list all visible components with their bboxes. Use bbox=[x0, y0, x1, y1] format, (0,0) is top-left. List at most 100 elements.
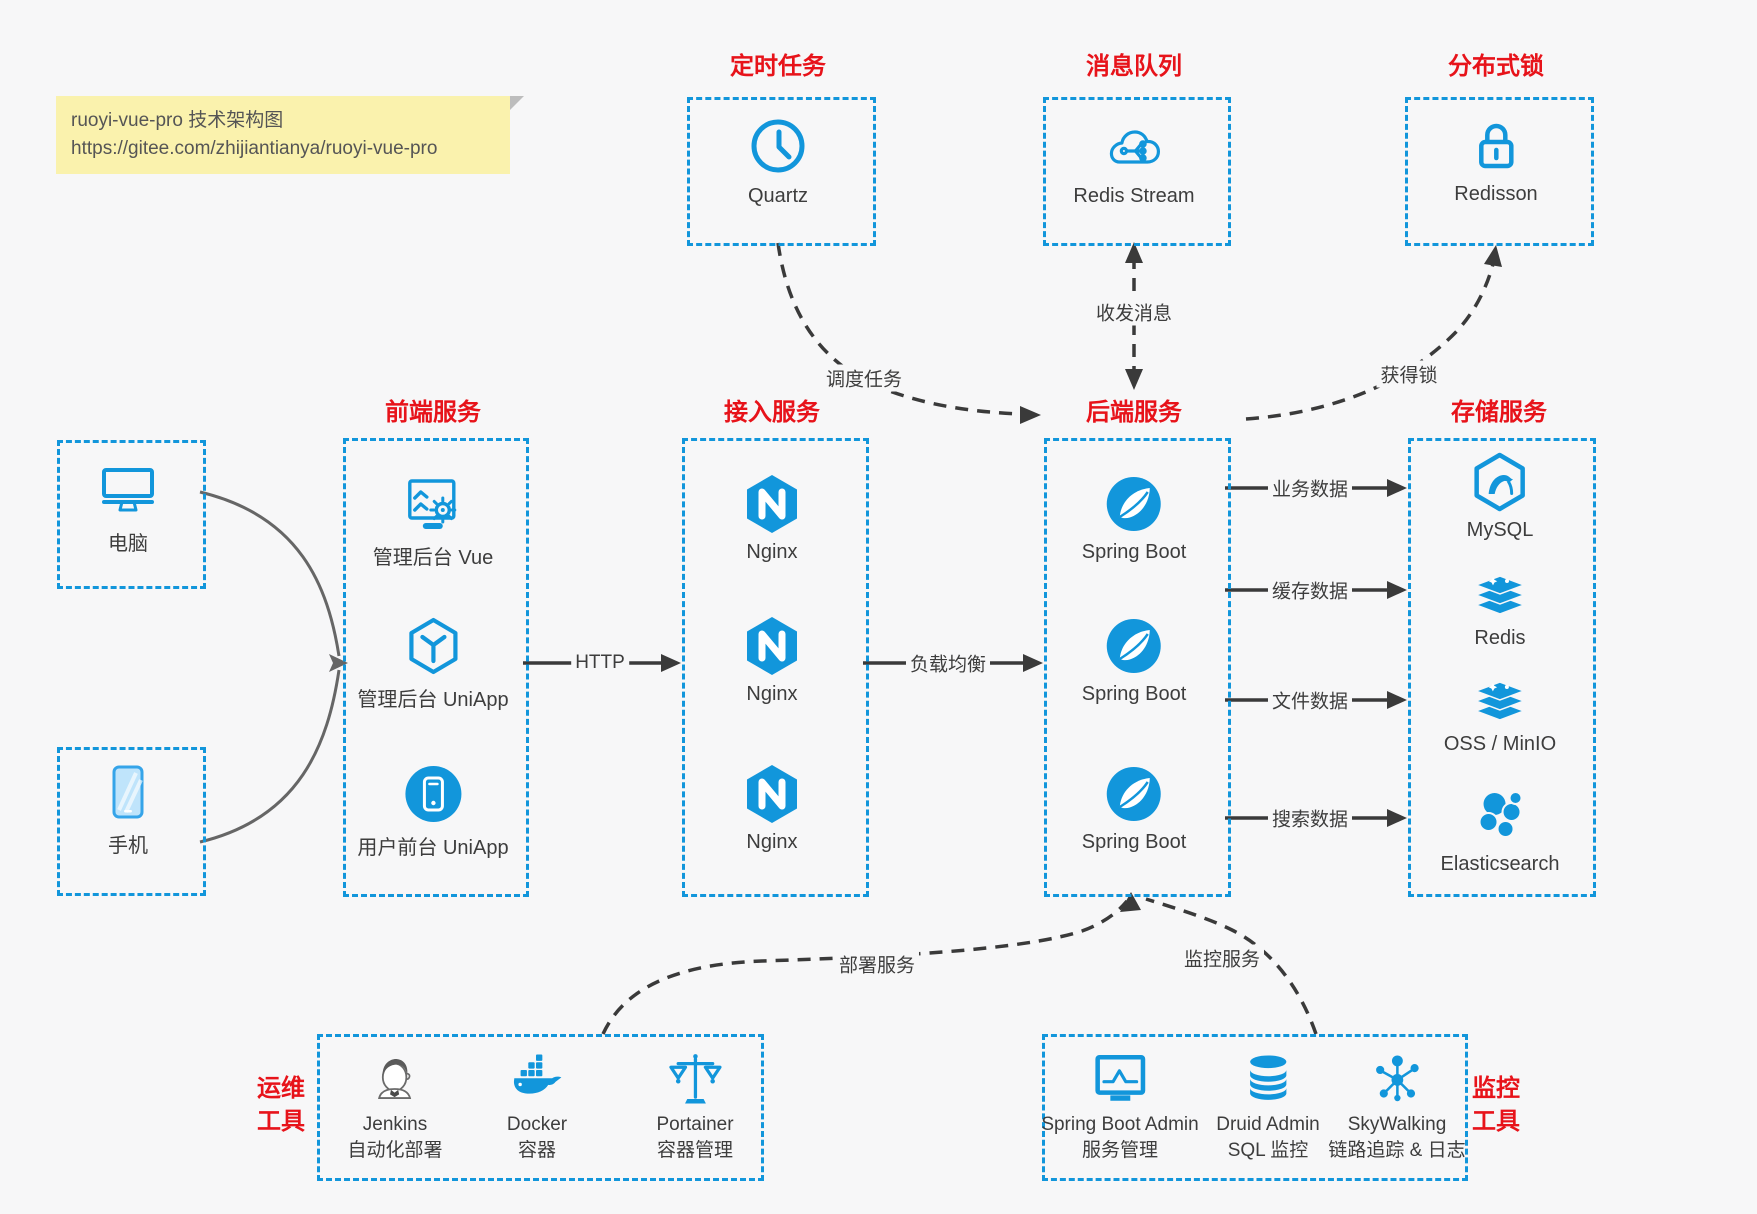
node-admin-vue: 管理后台 Vue bbox=[373, 472, 493, 570]
node-springboot-1: Spring Boot bbox=[1081, 472, 1187, 564]
node-springboot-admin: Spring Boot Admin 服务管理 bbox=[1041, 1050, 1199, 1164]
backend-box bbox=[1044, 438, 1231, 897]
mq-box bbox=[1043, 97, 1231, 246]
group-title-scheduler: 定时任务 bbox=[730, 53, 826, 80]
node-label: Spring Boot bbox=[1081, 541, 1187, 563]
sticky-note: ruoyi-vue-pro 技术架构图 https://gitee.com/zh… bbox=[56, 96, 524, 174]
arrowhead bbox=[1387, 479, 1407, 497]
node-docker: Docker 容器 bbox=[507, 1050, 567, 1164]
desktop-icon bbox=[96, 458, 160, 522]
clock-icon bbox=[746, 116, 810, 180]
group-title-monitoring: 监控 工具 bbox=[1472, 1075, 1520, 1135]
arrowhead bbox=[1020, 406, 1041, 424]
note-fold-corner bbox=[510, 96, 524, 110]
arrowhead-up bbox=[1125, 242, 1143, 263]
elasticsearch-cluster-icon bbox=[1468, 784, 1532, 848]
node-label: Quartz bbox=[747, 185, 809, 207]
jenkins-butler-icon bbox=[366, 1050, 424, 1108]
arrowhead bbox=[1387, 581, 1407, 599]
node-label: Spring Boot bbox=[1081, 683, 1187, 705]
redis-stack-icon bbox=[1468, 558, 1532, 622]
edge-label-file-data: 文件数据 bbox=[1267, 686, 1353, 714]
node-label: Redisson bbox=[1454, 183, 1538, 205]
storage-box bbox=[1408, 438, 1596, 897]
topology-icon bbox=[1368, 1050, 1426, 1108]
arrowhead bbox=[1387, 691, 1407, 709]
nginx-icon bbox=[740, 614, 804, 678]
node-user-uniapp: 用户前台 UniApp bbox=[357, 762, 509, 860]
node-label: Jenkins 自动化部署 bbox=[347, 1114, 443, 1161]
node-label: 电脑 bbox=[108, 533, 148, 555]
group-title-devops: 运维 工具 bbox=[257, 1075, 305, 1135]
node-mysql: MySQL bbox=[1467, 450, 1533, 542]
edge-label-loadbalance: 负载均衡 bbox=[905, 649, 991, 677]
phone-box bbox=[57, 747, 206, 896]
nginx-icon bbox=[740, 762, 804, 826]
node-label: Redis Stream bbox=[1073, 185, 1195, 207]
monitor-chart-icon bbox=[1091, 1050, 1149, 1108]
node-admin-uniapp: 管理后台 UniApp bbox=[357, 614, 509, 712]
mysql-dolphin-icon bbox=[1468, 450, 1532, 514]
node-springboot-2: Spring Boot bbox=[1081, 614, 1187, 706]
node-label: Portainer 容器管理 bbox=[656, 1114, 734, 1161]
edge-label-http: HTTP bbox=[571, 652, 629, 674]
group-title-gateway: 接入服务 bbox=[724, 399, 820, 426]
node-redis: Redis bbox=[1468, 558, 1532, 650]
node-label: Redis bbox=[1474, 627, 1526, 649]
edge-computer-to-frontend bbox=[199, 490, 341, 657]
edge-label-schedule: 调度任务 bbox=[821, 364, 907, 392]
node-nginx-3: Nginx bbox=[740, 762, 804, 854]
group-title-backend: 后端服务 bbox=[1086, 399, 1182, 426]
cloud-stream-icon bbox=[1102, 116, 1166, 180]
lock-box bbox=[1405, 97, 1594, 246]
devops-box bbox=[317, 1034, 764, 1181]
node-label: Nginx bbox=[746, 683, 798, 705]
edge-label-search-data: 搜索数据 bbox=[1267, 804, 1353, 832]
note-title: ruoyi-vue-pro 技术架构图 bbox=[71, 110, 284, 131]
edge-label-cache-data: 缓存数据 bbox=[1267, 576, 1353, 604]
admin-dashboard-icon bbox=[401, 472, 465, 536]
edge-phone-to-frontend bbox=[199, 669, 341, 844]
note-url: https://gitee.com/zhijiantianya/ruoyi-vu… bbox=[71, 138, 438, 159]
arrowhead bbox=[329, 654, 348, 672]
node-redisson: Redisson bbox=[1454, 114, 1538, 206]
node-label: 管理后台 Vue bbox=[372, 547, 494, 569]
node-springboot-3: Spring Boot bbox=[1081, 762, 1187, 854]
edge-label-monitor: 监控服务 bbox=[1179, 944, 1265, 972]
group-title-mq: 消息队列 bbox=[1086, 53, 1182, 80]
node-label: 管理后台 UniApp bbox=[357, 689, 509, 711]
node-computer: 电脑 bbox=[96, 458, 160, 556]
arrowhead bbox=[1120, 892, 1141, 912]
spring-leaf-icon bbox=[1102, 614, 1166, 678]
node-label: Nginx bbox=[746, 831, 798, 853]
edge-schedule-curve bbox=[776, 242, 1021, 416]
scales-icon bbox=[666, 1050, 724, 1108]
frontend-box bbox=[343, 438, 529, 897]
node-jenkins: Jenkins 自动化部署 bbox=[347, 1050, 443, 1164]
monitoring-box bbox=[1042, 1034, 1468, 1181]
node-label: 用户前台 UniApp bbox=[357, 837, 509, 859]
node-elasticsearch: Elasticsearch bbox=[1441, 784, 1559, 876]
arrowhead bbox=[661, 654, 681, 672]
smartphone-icon bbox=[96, 760, 160, 824]
node-label: Druid Admin SQL 监控 bbox=[1216, 1114, 1320, 1161]
node-label: SkyWalking 链路追踪 & 日志 bbox=[1328, 1114, 1466, 1161]
spring-leaf-icon bbox=[1102, 762, 1166, 826]
node-redis-stream: Redis Stream bbox=[1073, 116, 1195, 208]
node-phone: 手机 bbox=[96, 760, 160, 858]
node-label: Spring Boot bbox=[1081, 831, 1187, 853]
node-label: Spring Boot Admin 服务管理 bbox=[1041, 1114, 1199, 1161]
node-portainer: Portainer 容器管理 bbox=[656, 1050, 734, 1164]
node-druid-admin: Druid Admin SQL 监控 bbox=[1216, 1050, 1320, 1164]
database-icon bbox=[1239, 1050, 1297, 1108]
arrowhead bbox=[1387, 809, 1407, 827]
edge-label-acquire-lock: 获得锁 bbox=[1376, 360, 1442, 388]
scheduler-box bbox=[687, 97, 876, 246]
edge-label-message: 收发消息 bbox=[1091, 298, 1177, 326]
lock-icon bbox=[1464, 114, 1528, 178]
cube-icon bbox=[401, 614, 465, 678]
computer-box bbox=[57, 440, 206, 589]
node-quartz: Quartz bbox=[746, 116, 810, 208]
node-nginx-2: Nginx bbox=[740, 614, 804, 706]
